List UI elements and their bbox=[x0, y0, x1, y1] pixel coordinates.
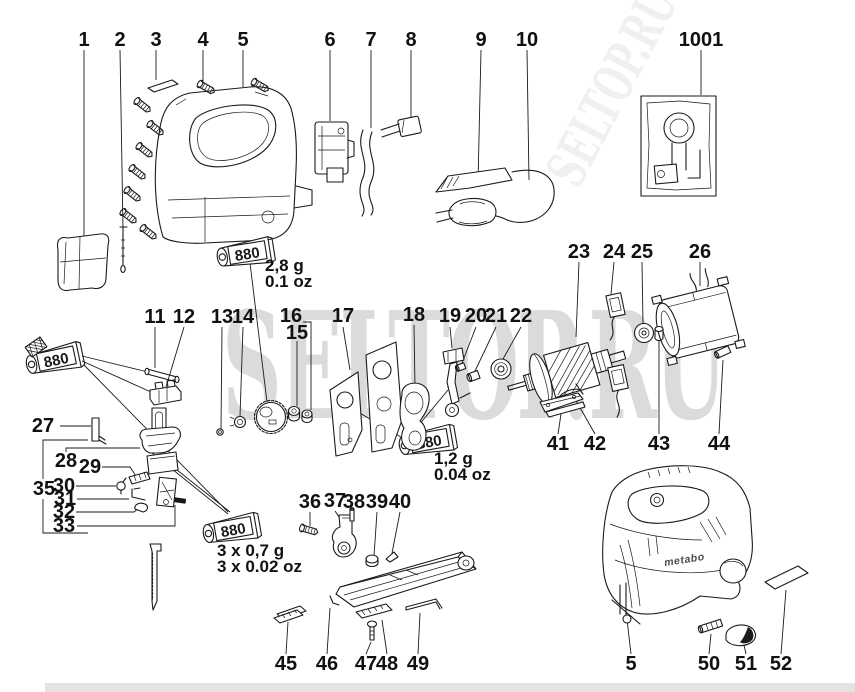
grease-tube-3: 880 bbox=[200, 511, 263, 548]
part-pin-20 bbox=[454, 362, 467, 372]
part-support-plate-a bbox=[329, 371, 363, 457]
part-gasket bbox=[399, 382, 430, 451]
part-brush-holder-lower bbox=[607, 364, 629, 418]
part-connector bbox=[380, 115, 422, 138]
part-nut-16 bbox=[301, 409, 313, 423]
part-cap-32 bbox=[134, 502, 148, 513]
part-blade-clamp-small bbox=[156, 476, 177, 508]
part-hex-key bbox=[405, 598, 443, 611]
part-plunger-guide bbox=[139, 407, 181, 475]
part-screw-47 bbox=[366, 620, 378, 641]
part-nut-39 bbox=[365, 554, 379, 568]
part-guide-rail bbox=[329, 551, 477, 608]
part-long-screw bbox=[119, 226, 128, 274]
part-counter-gear bbox=[253, 399, 289, 435]
part-clip-40 bbox=[385, 551, 399, 563]
part-knob-51 bbox=[725, 624, 757, 647]
svg-text:880: 880 bbox=[234, 244, 261, 265]
part-cover-plate-48 bbox=[355, 603, 393, 619]
part-brush-bar bbox=[539, 392, 586, 418]
part-roller-holder-37 bbox=[331, 514, 357, 558]
part-wiring-diagram-box bbox=[640, 95, 717, 197]
part-screw-36 bbox=[298, 522, 320, 537]
part-pin-38 bbox=[349, 507, 355, 522]
grease-tube-1: 880 bbox=[214, 235, 277, 272]
part-eyelet-30 bbox=[116, 477, 127, 495]
part-brush-holder-upper bbox=[605, 292, 626, 341]
part-bracket-31 bbox=[131, 487, 146, 501]
part-motor-housing bbox=[154, 86, 313, 244]
part-guide-block-27 bbox=[91, 417, 107, 445]
part-bushing bbox=[229, 415, 247, 429]
part-plunger-rod bbox=[144, 367, 180, 384]
part-slide-plate-45 bbox=[273, 605, 307, 624]
svg-text:880: 880 bbox=[42, 350, 70, 372]
part-stator bbox=[651, 268, 746, 366]
part-toothed-plate-29 bbox=[128, 471, 151, 485]
part-wire bbox=[359, 129, 375, 217]
part-sticker-52 bbox=[764, 565, 809, 590]
part-nut-15 bbox=[287, 405, 301, 422]
part-pin-21 bbox=[466, 369, 481, 383]
part-saw-blade bbox=[149, 543, 162, 611]
part-ball-bearing-25 bbox=[633, 322, 655, 344]
part-washer bbox=[216, 428, 224, 436]
grease-tube-2: 880 bbox=[23, 336, 86, 379]
part-spring-clip-42 bbox=[559, 383, 584, 397]
svg-text:880: 880 bbox=[219, 520, 247, 541]
part-switch bbox=[314, 121, 355, 183]
part-pin-50 bbox=[697, 618, 724, 634]
part-pendulum-lever bbox=[442, 347, 471, 418]
part-support-plate-b bbox=[365, 341, 403, 453]
bottom-edge-band bbox=[45, 683, 855, 692]
part-armature bbox=[507, 342, 627, 405]
part-power-cord bbox=[435, 167, 555, 227]
part-label-plate bbox=[147, 79, 179, 93]
part-set-screw-33 bbox=[173, 497, 187, 504]
part-brush-43 bbox=[654, 325, 664, 342]
part-ball-bearing-22 bbox=[490, 358, 512, 380]
part-assembled-jigsaw bbox=[602, 465, 753, 625]
tube-nozzle-cap bbox=[24, 336, 48, 358]
part-rod-holder-12 bbox=[149, 379, 182, 406]
part-cover-shoe bbox=[56, 233, 110, 292]
part-pin-44 bbox=[713, 345, 732, 359]
